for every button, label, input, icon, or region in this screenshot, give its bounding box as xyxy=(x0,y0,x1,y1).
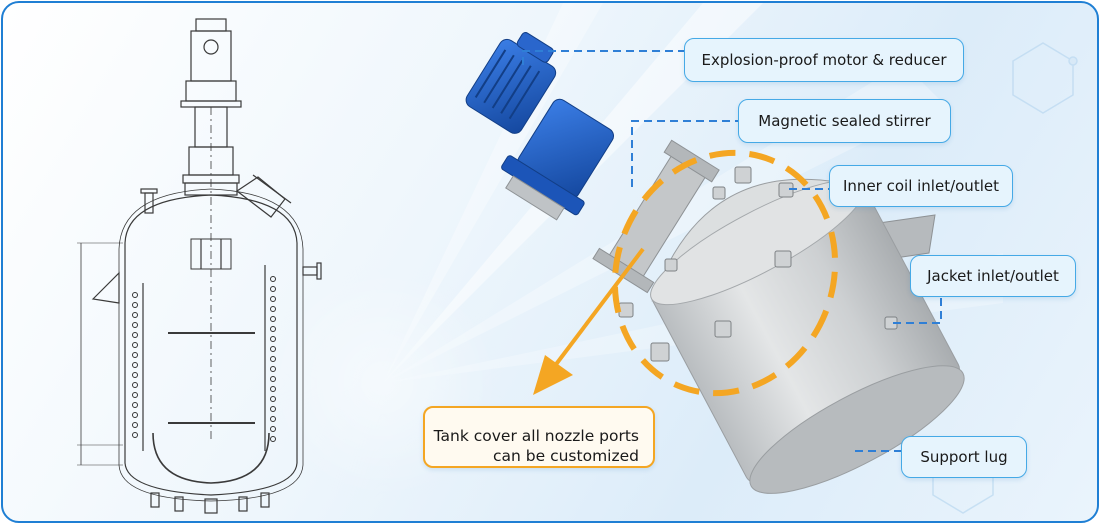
callout-tank-cover-line2: can be customized xyxy=(493,446,639,465)
callout-tank-cover-line1: Tank cover all nozzle ports xyxy=(433,427,639,446)
callout-jacket-label: Jacket inlet/outlet xyxy=(927,266,1059,285)
callout-support-lug: Support lug xyxy=(901,436,1027,478)
callout-motor-label: Explosion-proof motor & reducer xyxy=(701,50,947,69)
callout-support-lug-label: Support lug xyxy=(920,447,1008,466)
tank-cover-arrow xyxy=(533,247,645,395)
callout-inner-coil: Inner coil inlet/outlet xyxy=(829,165,1013,207)
callout-jacket: Jacket inlet/outlet xyxy=(910,255,1076,297)
engineering-drawing xyxy=(77,18,322,514)
callout-stirrer-label: Magnetic sealed stirrer xyxy=(758,111,931,130)
tank-cover-highlight xyxy=(611,149,839,397)
callout-tank-cover: Tank cover all nozzle ports can be custo… xyxy=(423,406,655,468)
callout-stirrer: Magnetic sealed stirrer xyxy=(738,99,951,143)
leader-lines xyxy=(522,50,942,452)
callout-inner-coil-label: Inner coil inlet/outlet xyxy=(843,176,999,195)
callout-motor: Explosion-proof motor & reducer xyxy=(684,38,964,82)
reactor-vessel-illustration xyxy=(465,32,965,494)
